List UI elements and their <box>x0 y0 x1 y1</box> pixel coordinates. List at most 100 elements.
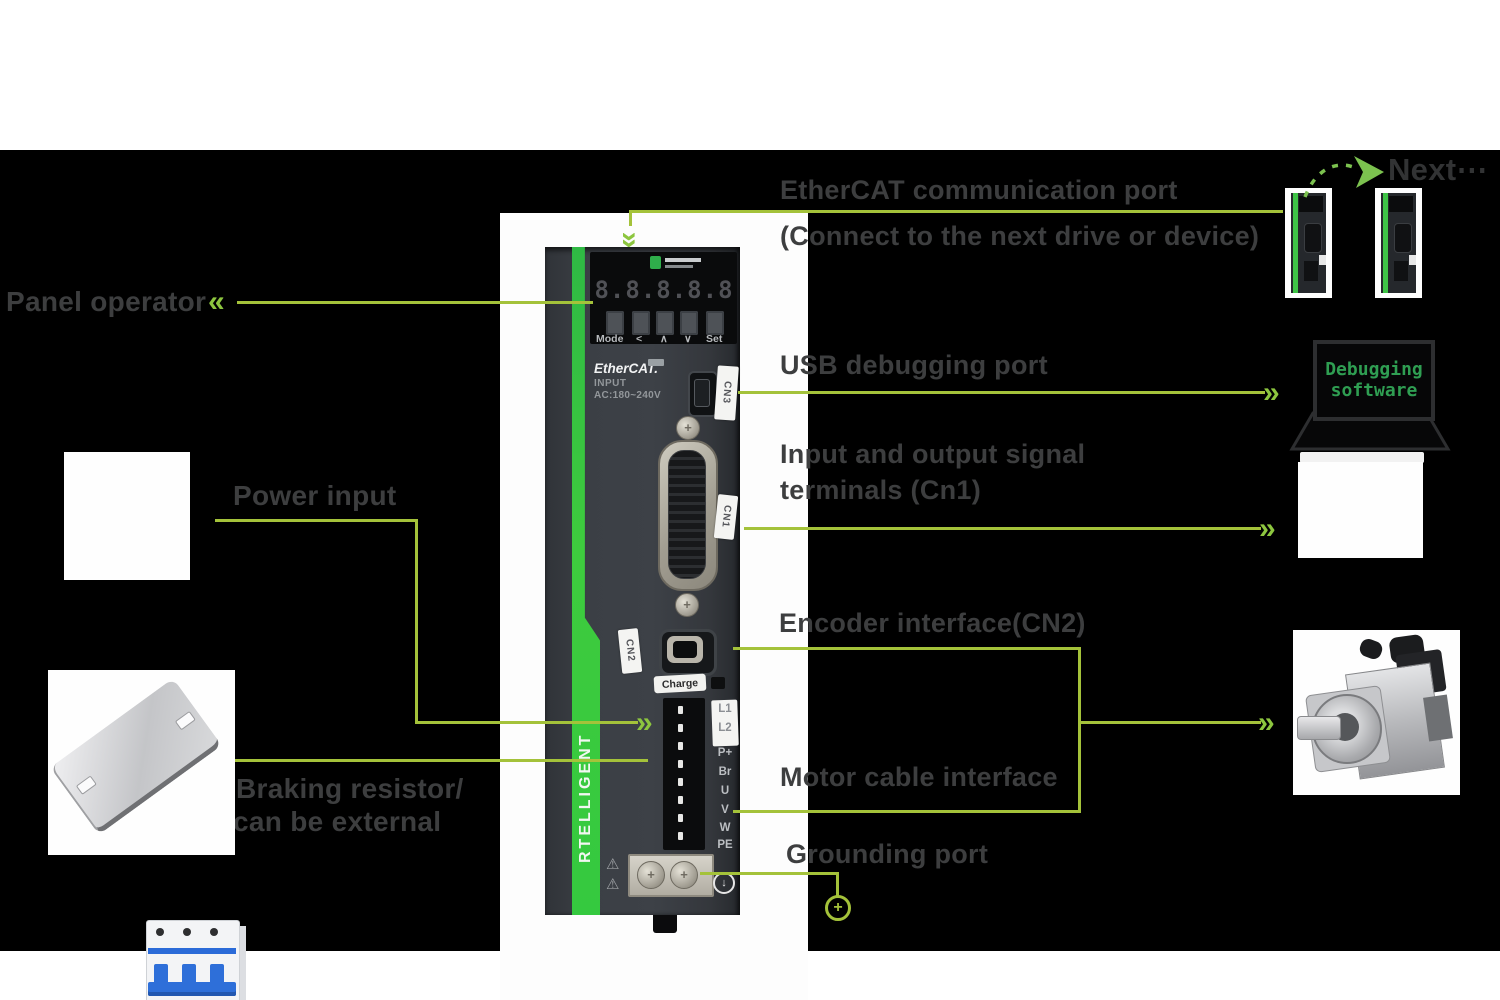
connector-line-to-motor <box>1078 721 1261 724</box>
mode-button[interactable] <box>606 311 624 335</box>
cn2-connector-core <box>673 641 697 658</box>
connector-line-ethercat-drop <box>629 210 632 226</box>
label-braking-line1: Braking resistor/ <box>236 773 464 804</box>
resistor-slot <box>75 775 97 795</box>
terminal-label-br: Br <box>718 766 732 778</box>
brand-logo-text-line <box>665 258 701 262</box>
set-button[interactable] <box>706 311 724 335</box>
terminal-label-pe: PE <box>717 839 733 851</box>
mini-drive <box>1291 193 1326 293</box>
breaker-side <box>238 926 246 1000</box>
encoder-sensor-image <box>1298 462 1423 558</box>
label-grounding-port: Grounding port <box>786 839 989 869</box>
breaker-screw <box>210 928 218 936</box>
voltage-rating-label: AC:180~240V <box>594 390 661 401</box>
connector-line-ground <box>700 872 839 875</box>
terminal-label-l2: L2 <box>718 722 732 734</box>
label-braking-line2: can be external <box>233 806 442 837</box>
next-drive-image-1 <box>1285 188 1332 298</box>
label-usb-port: USB debugging port <box>780 350 1048 380</box>
cn1-bottom-screw <box>675 593 699 617</box>
breaker-toggle[interactable] <box>154 964 168 986</box>
connector-line-motor-cable <box>733 810 1081 813</box>
breaker-toggle-bar[interactable] <box>148 982 236 996</box>
terminal-pin <box>678 760 683 768</box>
chevrons-down-icon: » <box>614 231 647 247</box>
drive-bottom-tab <box>653 915 677 933</box>
debugging-software-line2: software <box>1330 379 1418 401</box>
connector-line-braking <box>230 759 648 762</box>
breaker-toggle[interactable] <box>210 964 224 986</box>
terminal-pin <box>678 796 683 804</box>
ground-symbol-green-icon: + <box>825 895 851 921</box>
terminal-pin <box>678 814 683 822</box>
terminal-label-v: V <box>721 804 729 816</box>
ground-arrow-glyph: ↓ <box>721 877 727 889</box>
breaker-screw <box>156 928 164 936</box>
terminal-pin <box>678 832 683 840</box>
chevrons-right-icon: » <box>1258 706 1275 739</box>
terminal-label-u: U <box>720 785 730 797</box>
left-button[interactable] <box>632 311 650 335</box>
connector-line-power <box>215 519 418 522</box>
ground-screw[interactable] <box>637 861 665 889</box>
label-ethercat-subtitle: (Connect to the next drive or device) <box>780 221 1260 251</box>
ground-plus-glyph: + <box>833 899 843 916</box>
mini-drive-stripe <box>1383 193 1388 293</box>
down-button-label: ∨ <box>684 333 692 345</box>
ethercat-logo-text: EtherCAT. <box>594 361 658 376</box>
terminal-label-w: W <box>719 822 731 834</box>
terminal-label-l1: L1 <box>718 703 732 715</box>
breaker-screw <box>183 928 191 936</box>
brand-logo-icon <box>650 256 661 269</box>
mini-drive <box>1381 193 1416 293</box>
seven-segment-display: 8.8.8.8.8 <box>594 276 734 304</box>
label-io-terminals-line2: terminals (Cn1) <box>780 475 982 505</box>
label-next: Next⋯ <box>1388 152 1488 187</box>
connector-line-encoder <box>733 647 1081 650</box>
terminal-pin <box>678 778 683 786</box>
mini-drive-cn1 <box>1304 223 1322 253</box>
charge-indicator-label: Charge <box>653 673 707 694</box>
connector-line-ethercat <box>629 210 1283 213</box>
chevrons-right-icon: » <box>636 706 653 739</box>
label-power-input: Power input <box>233 480 397 511</box>
power-terminal-block[interactable] <box>663 698 705 850</box>
usb-port-socket <box>694 379 710 407</box>
left-button-label: < <box>636 333 643 345</box>
connector-line-panel-operator <box>237 301 593 304</box>
connector-line-power-in <box>415 721 638 724</box>
laptop-screen: Debugging software <box>1313 340 1435 421</box>
terminal-label-pplus: P+ <box>717 747 733 759</box>
input-rating-label: INPUT <box>594 378 627 389</box>
breaker-blue-line <box>148 948 236 954</box>
up-button[interactable] <box>656 311 674 335</box>
charge-led <box>711 677 725 689</box>
mini-drive-terminals <box>1394 261 1408 281</box>
debugging-software-line1: Debugging <box>1325 358 1423 380</box>
down-button[interactable] <box>680 311 698 335</box>
ground-symbol-icon: ↓ <box>713 872 735 894</box>
mini-drive-terminals <box>1304 261 1318 281</box>
ethercat-logo-badge <box>648 359 664 366</box>
label-io-terminals-line1: Input and output signal <box>780 439 1086 469</box>
mini-drive-stripe <box>1293 193 1298 293</box>
ground-screw[interactable] <box>670 861 698 889</box>
mini-drive-tag <box>1319 255 1326 265</box>
mini-drive-panel <box>1299 196 1323 212</box>
breaker-toggle[interactable] <box>182 964 196 986</box>
connector-line-junction <box>1078 647 1081 813</box>
cn3-tag: CN3 <box>714 365 739 421</box>
connector-line-power-drop <box>415 519 418 724</box>
label-ethercat-port: EtherCAT communication port <box>780 175 1178 205</box>
up-button-label: ∧ <box>660 333 668 345</box>
next-drive-image-2 <box>1375 188 1422 298</box>
terminal-pin <box>678 706 683 714</box>
connector-line-ground-drop <box>836 872 839 896</box>
label-encoder-interface: Encoder interface(CN2) <box>779 608 1086 638</box>
mode-button-label: Mode <box>596 333 624 345</box>
warning-icon: ⚠ <box>606 876 620 893</box>
set-button-label: Set <box>706 333 723 345</box>
circuit-breaker-image <box>64 452 246 1000</box>
